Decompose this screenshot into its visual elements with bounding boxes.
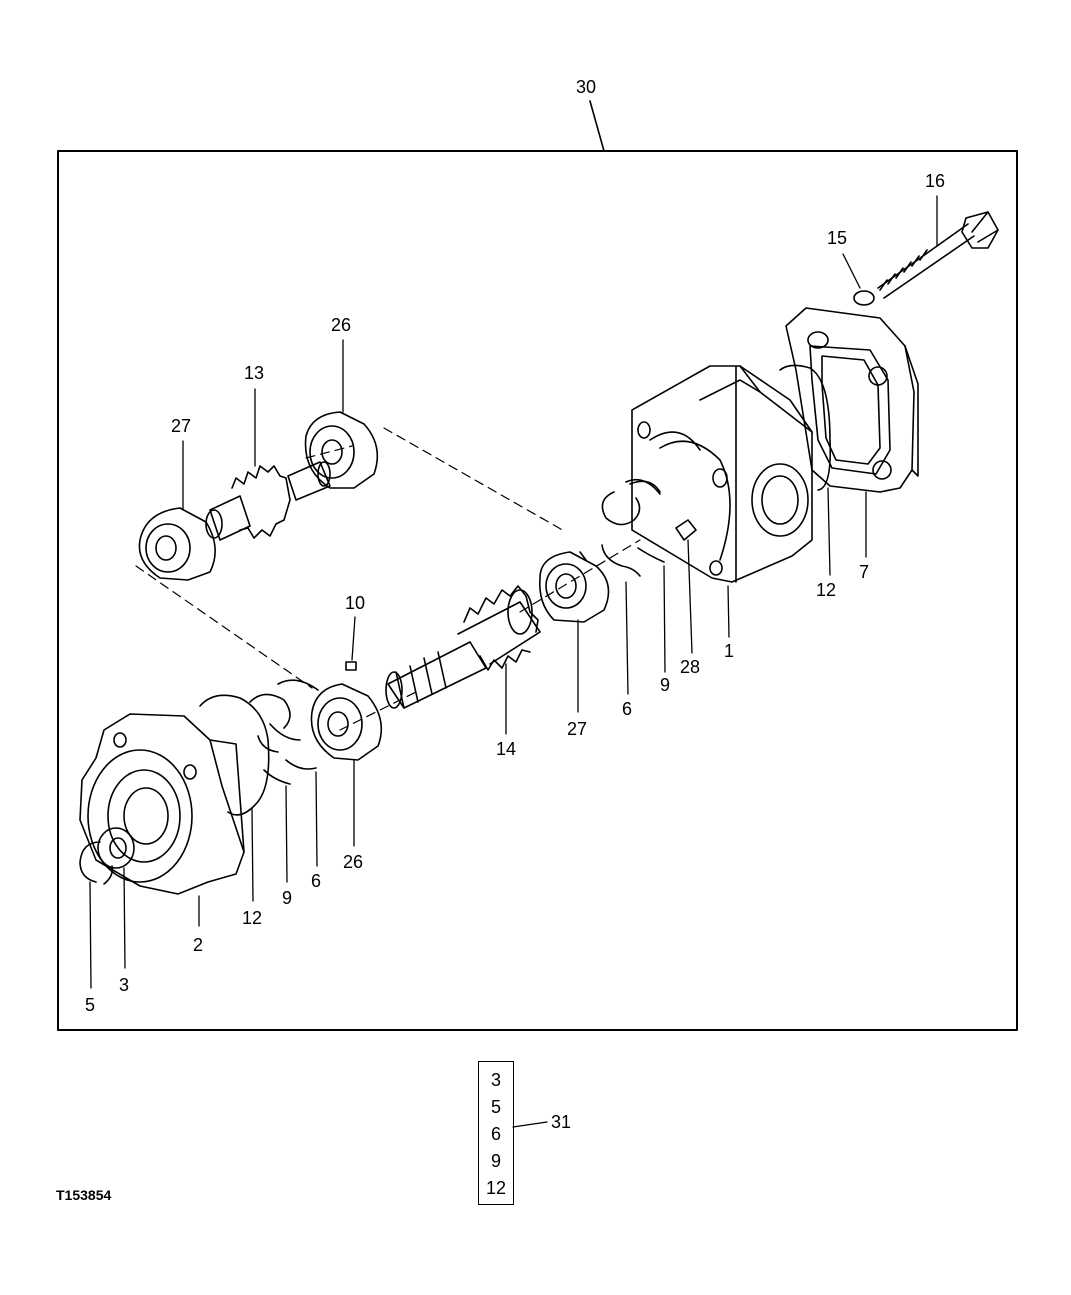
front-cover-2 — [79, 713, 245, 895]
callout-2: 2 — [193, 935, 204, 955]
assembly-frame — [57, 150, 1018, 1031]
callout-28: 28 — [680, 657, 701, 677]
callout-5: 5 — [85, 995, 96, 1015]
o-ring-12-right — [779, 364, 832, 491]
callout-7: 7 — [859, 562, 870, 582]
dowel-28 — [675, 519, 697, 541]
seal-6-left — [269, 679, 319, 770]
callout-13: 13 — [244, 363, 265, 383]
kit-item: 6 — [490, 1124, 501, 1144]
kit-item: 3 — [490, 1070, 501, 1090]
retaining-ring-5 — [79, 841, 114, 885]
callout-14: 14 — [496, 739, 517, 759]
seal-loop-right — [625, 478, 661, 495]
callout-6-left: 6 — [311, 871, 322, 891]
bearing-26-lower — [310, 683, 383, 761]
o-ring-12-left — [199, 694, 270, 816]
callout-31: 31 — [551, 1112, 572, 1132]
gear-13 — [205, 461, 331, 541]
callout-27-left: 27 — [171, 416, 192, 436]
seal-9-left — [249, 693, 291, 785]
leader-30 — [589, 100, 605, 152]
figure-id: T153854 — [56, 1187, 112, 1203]
seal-6-right — [601, 491, 641, 577]
callout-12-right: 12 — [816, 580, 837, 600]
pin-10 — [345, 661, 357, 671]
bearing-27-left — [138, 507, 216, 581]
gear-shaft-14 — [385, 585, 541, 709]
bearing-26-upper — [304, 411, 379, 489]
callout-9-right: 9 — [660, 675, 671, 695]
washer-15 — [853, 290, 875, 306]
callout-30: 30 — [576, 77, 597, 97]
end-cover-7 — [785, 307, 919, 493]
callout-27-right: 27 — [567, 719, 588, 739]
callout-1: 1 — [724, 641, 735, 661]
bolt-16 — [877, 211, 999, 299]
callout-15: 15 — [827, 228, 848, 248]
callout-16: 16 — [925, 171, 946, 191]
bearing-27-right — [538, 551, 610, 623]
callout-26-lower: 26 — [343, 852, 364, 872]
callout-6-right: 6 — [622, 699, 633, 719]
seal-kit-box: 3 5 6 9 12 — [478, 1061, 514, 1205]
kit-item: 9 — [490, 1151, 501, 1171]
shaft-seal-3 — [97, 827, 135, 869]
callout-3: 3 — [119, 975, 130, 995]
callout-12-left: 12 — [242, 908, 263, 928]
kit-item: 5 — [490, 1097, 501, 1117]
kit-item: 12 — [485, 1178, 507, 1198]
alignment-dashes — [135, 427, 641, 731]
callout-10: 10 — [345, 593, 366, 613]
leader-lines — [89, 195, 938, 1128]
housing-1 — [631, 365, 813, 583]
callout-9-left: 9 — [282, 888, 293, 908]
callout-26-upper: 26 — [331, 315, 352, 335]
